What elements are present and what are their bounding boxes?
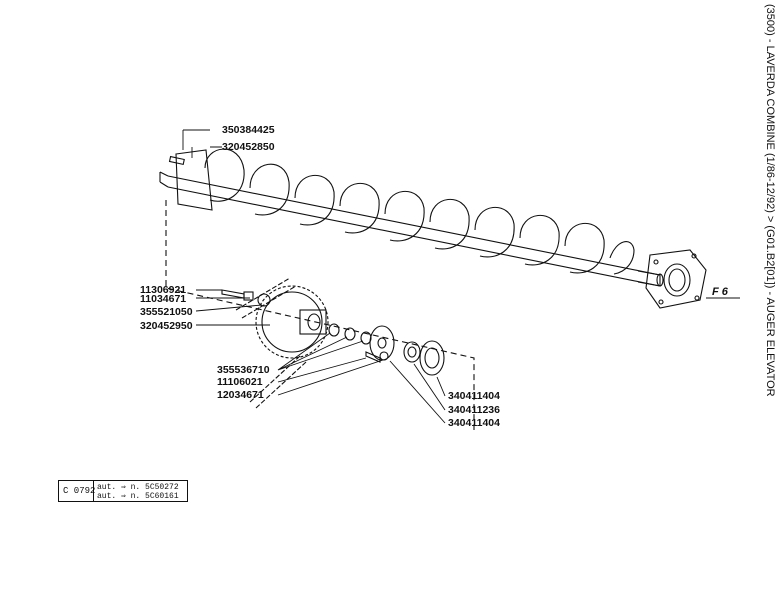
sprocket	[255, 285, 329, 359]
part-label-340411404-b: 340411404	[448, 417, 500, 429]
part-label-12034671: 12034671	[217, 389, 264, 401]
part-label-340411236: 340411236	[448, 404, 500, 416]
bolt	[221, 289, 245, 299]
part-label-320452950: 320452950	[140, 320, 193, 332]
figure-reference: F 6	[712, 286, 729, 298]
part-label-11106021: 11106021	[217, 376, 263, 388]
bearing-insert	[403, 341, 421, 363]
part-label-355536710: 355536710	[217, 364, 270, 376]
washer	[257, 293, 271, 307]
catalog-line-2: aut. ⇒ n. 5C60161	[97, 492, 179, 501]
part-label-355521050: 355521050	[140, 306, 193, 318]
leader-lines	[182, 129, 446, 424]
end-plate	[175, 149, 213, 211]
small-bolt	[365, 351, 381, 363]
catalog-line-1: aut. ⇒ n. 5C50272	[97, 483, 179, 492]
catalog-code: C 0792	[63, 486, 96, 496]
part-label-11034671: 11034671	[140, 293, 186, 305]
part-number-labels: 350384425 320452850 11306921 11034671 35…	[140, 124, 500, 429]
page-title: (3500) - LAVERDA COMBINE (1/86-12/92) > …	[764, 4, 776, 397]
part-label-320452850: 320452850	[222, 141, 275, 153]
box-divider	[93, 481, 94, 501]
assembly-bracket	[165, 200, 475, 430]
catalog-reference-box: C 0792 aut. ⇒ n. 5C50272 aut. ⇒ n. 5C601…	[58, 480, 188, 502]
bearing-housing	[645, 249, 707, 309]
spacer-1	[328, 323, 340, 337]
spacer-2	[344, 327, 356, 341]
part-label-340411404-a: 340411404	[448, 390, 500, 402]
part-label-11306921: 11306921	[140, 284, 186, 296]
flange-left	[369, 325, 395, 361]
auger-shaft	[159, 171, 664, 287]
flange-right	[419, 340, 445, 376]
part-label-350384425: 350384425	[222, 124, 275, 136]
auger-flights	[204, 148, 635, 275]
nut	[243, 291, 254, 301]
